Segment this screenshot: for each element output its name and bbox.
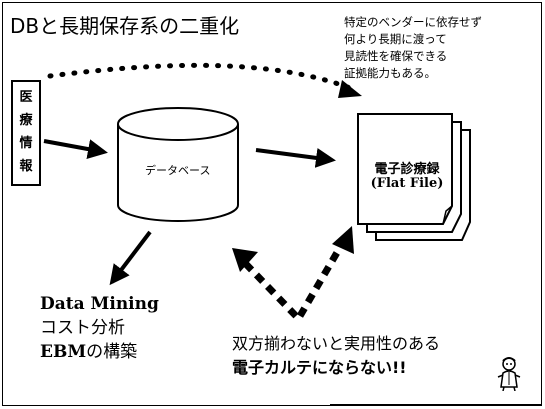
arrow-db-to-emr [255,147,336,168]
data-mining-label: Data Mining [40,294,159,314]
database-label: データベース [145,164,211,177]
emr-subtitle: (Flat File) [370,176,444,191]
cost-analysis-label: コスト分析 [40,318,125,338]
side-note-line: 何より長期に渡って [344,32,447,46]
medical-info-char: 療 [19,113,33,128]
side-note-line: 見読性を確保できる [344,49,448,63]
dashed-arrow-left [241,259,299,319]
emr-title: 電子診療録 [374,162,440,177]
medical-info-char: 医 [19,90,33,105]
ebm-line: EBMの構築 [40,340,159,364]
bottom-note: 双方揃わないと実用性のある 電子カルテにならない!! [232,332,440,380]
ebm-label: EBM [40,342,87,362]
dashed-arrow-left-head [232,248,258,272]
dashed-arrow-right [296,242,346,318]
doctor-clipart-icon [497,357,521,391]
bottom-note-line: 電子カルテにならない!! [232,358,407,377]
dotted-top-arrowhead [338,80,362,98]
side-note-line: 特定のベンダーに依存せず [344,15,482,29]
medical-info-char: 情 [19,136,33,151]
bottom-rule [330,404,542,406]
medical-info-char: 報 [19,159,33,174]
side-note: 特定のベンダーに依存せず 何より長期に渡って 見読性を確保できる 証拠能力もある… [344,14,482,82]
medical-info-box: 医 療 情 報 [11,80,41,186]
database-cylinder [117,107,239,222]
side-note-line: 証拠能力もある。 [344,66,436,80]
data-mining-block: Data Mining コスト分析 EBMの構築 [40,292,159,364]
bottom-note-line: 双方揃わないと実用性のある [232,334,441,353]
arrow-db-to-mining [109,230,152,286]
slide-title: DBと長期保存系の二重化 [10,14,240,38]
dotted-top-arrow [47,62,353,91]
ebm-suffix: の構築 [86,342,138,362]
arrow-source-to-db [43,139,108,159]
emr-document-stack [357,113,471,241]
dashed-arrow-right-head [332,226,354,254]
